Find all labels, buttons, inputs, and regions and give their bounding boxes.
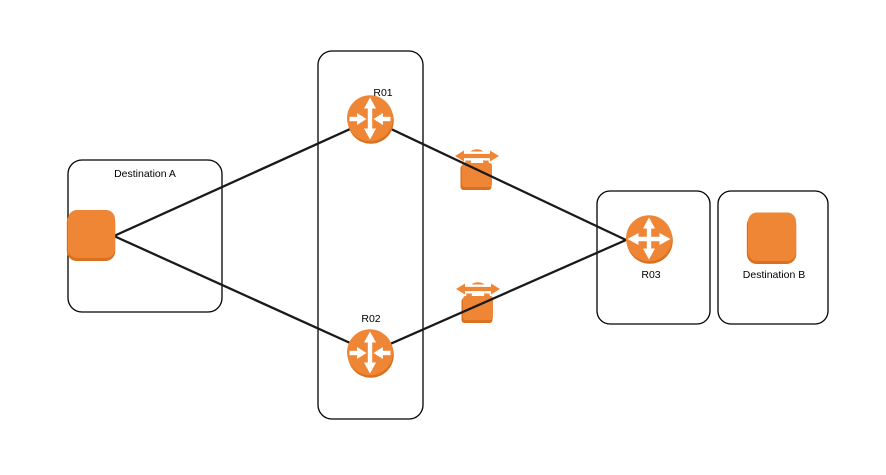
router-arrow-down [643,248,655,260]
router-arrow-up [643,217,655,229]
endpoint-square-icon[interactable] [66,210,116,261]
router-arrow-down [364,128,376,140]
link-destination-a-r02[interactable] [113,234,371,354]
square-body [68,210,115,258]
link-r01-r03[interactable] [371,118,627,242]
arrow-head-left [456,283,465,295]
router-icon[interactable] [626,215,673,264]
tunnel-lock-icon[interactable] [456,282,500,324]
link-r02-r03[interactable] [371,238,627,354]
router-arrow-out-right [659,233,671,245]
arrow-head-right [491,283,500,295]
router-arrow-out-left [627,233,639,245]
endpoint-square-icon[interactable] [746,212,797,265]
r02-label: R02 [361,313,380,325]
router-arrow-up [364,331,376,343]
lock-body [462,163,492,187]
router-icon[interactable] [347,329,394,378]
r03-label: R03 [641,269,660,281]
router-arrow-in-left [357,113,367,125]
router-icon[interactable] [347,95,394,144]
arrow-head-right [490,150,499,162]
link-destination-a-r01[interactable] [113,118,371,238]
router-arrow-in-right [373,347,383,359]
square-body [748,212,796,261]
r01-label: R01 [373,87,392,99]
router-arrow-in-left [357,347,367,359]
router-arrow-down [364,362,376,374]
arrow-head-left [455,150,464,162]
tunnel-lock-icon[interactable] [455,149,499,191]
router-arrow-up [364,97,376,109]
destination-a-label: Destination A [114,168,176,180]
destination-b-label: Destination B [743,269,805,281]
routers-group-box[interactable] [317,50,424,420]
router-arrow-in-right [373,113,383,125]
